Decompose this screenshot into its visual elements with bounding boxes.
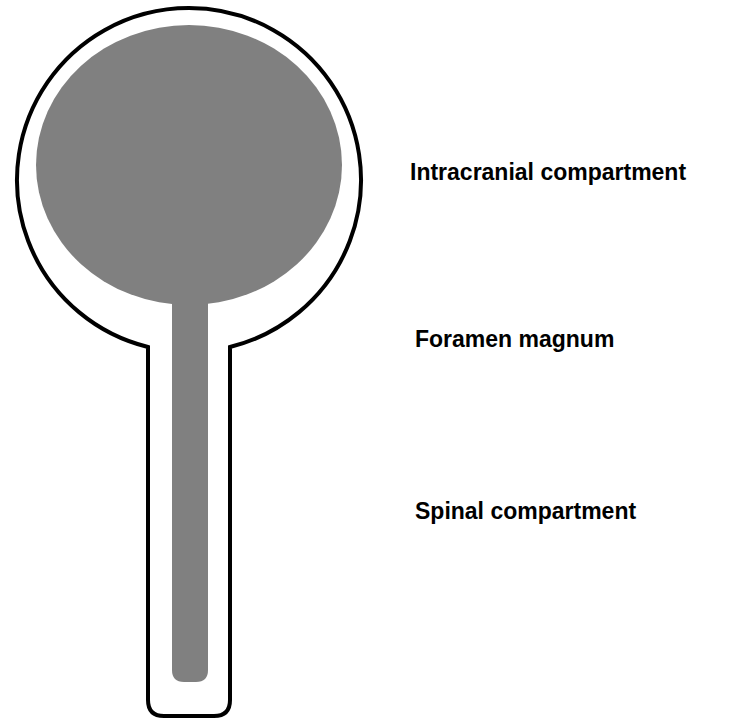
brain-shape — [36, 25, 342, 305]
compartment-label: Foramen magnum — [415, 326, 614, 352]
compartment-label: Spinal compartment — [415, 498, 636, 524]
dural-outline — [17, 8, 361, 716]
compartment-label: Intracranial compartment — [410, 159, 686, 185]
spinal-cord-shape — [172, 295, 208, 682]
